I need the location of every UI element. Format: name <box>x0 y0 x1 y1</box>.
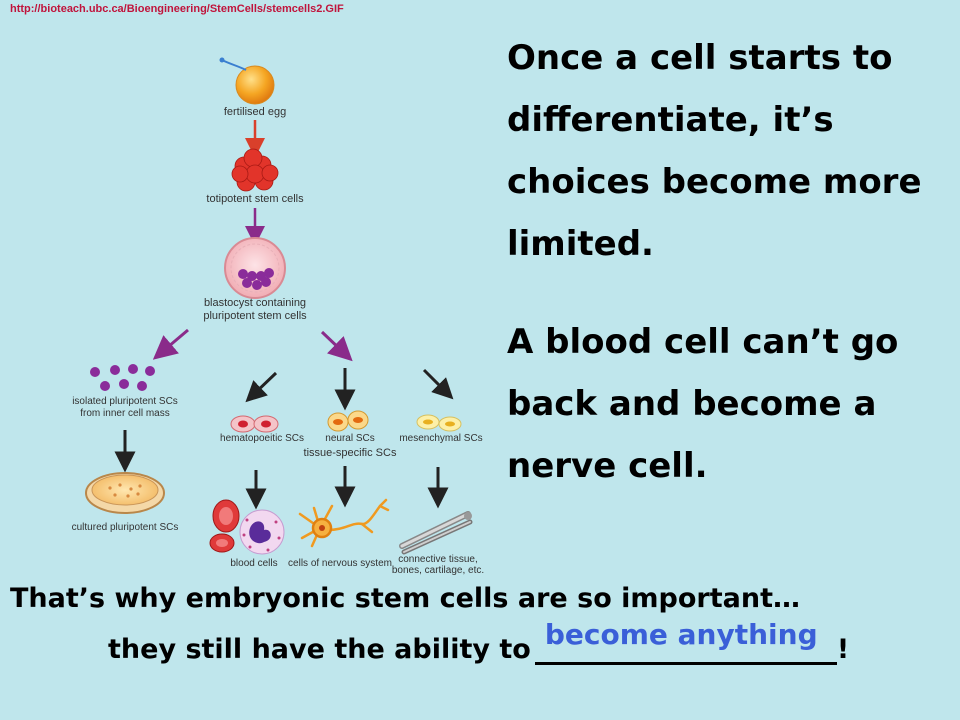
mesenchymal-cells-icon <box>416 414 462 432</box>
neural-cells-icon <box>327 410 369 432</box>
label-connective-2: bones, cartilage, etc. <box>392 565 484 576</box>
label-connective-1: connective tissue, <box>398 554 478 565</box>
label-blastocyst-1: blastocyst containing <box>204 297 306 309</box>
connective-tissue-icon <box>399 511 473 555</box>
label-blastocyst-2: pluripotent stem cells <box>203 310 307 322</box>
label-nervous-cells: cells of nervous system <box>288 558 392 569</box>
totipotent-cells-icon <box>231 148 279 192</box>
neuron-icon <box>298 498 390 548</box>
main-paragraph-2: A blood cell can’t go back and become a … <box>507 322 899 486</box>
label-isolated-2: from inner cell mass <box>80 408 169 419</box>
blastocyst-icon <box>224 237 286 299</box>
main-paragraph-1: Once a cell starts to differentiate, it’… <box>507 38 922 264</box>
bottom-line-1: That’s why embryonic stem cells are so i… <box>10 583 801 614</box>
label-isolated-1: isolated pluripotent SCs <box>72 396 178 407</box>
label-hematopoeitic: hematopoeitic SCs <box>220 433 304 444</box>
culture-dish-icon <box>85 472 165 514</box>
label-neural: neural SCs <box>325 433 374 444</box>
blank-answer: become anything <box>544 618 818 651</box>
label-fertilised-egg: fertilised egg <box>224 106 286 118</box>
label-totipotent: totipotent stem cells <box>206 193 304 205</box>
hematopoeitic-cells-icon <box>230 415 279 433</box>
stem-cell-diagram: fertilised egg totipotent stem cells bla… <box>72 57 484 576</box>
fill-in-blank: become anything <box>534 618 837 665</box>
arrow-to-hematopoeitic <box>245 371 278 403</box>
arrow-to-mesenchymal <box>422 368 454 400</box>
bottom-line-2: they still have the ability to become any… <box>108 618 850 665</box>
bottom-line-2-text: they still have the ability to <box>108 634 531 665</box>
label-blood-cells: blood cells <box>230 558 277 569</box>
isolated-pluripotent-icon <box>90 364 155 391</box>
fertilised-egg-icon <box>219 57 275 105</box>
label-cultured: cultured pluripotent SCs <box>72 522 179 533</box>
label-mesenchymal: mesenchymal SCs <box>399 433 482 444</box>
main-text-block: Once a cell starts to differentiate, it’… <box>507 27 957 497</box>
arrow-blastocyst-to-tissue <box>320 330 353 362</box>
label-tissue-specific: tissue-specific SCs <box>304 447 397 459</box>
source-url: http://bioteach.ubc.ca/Bioengineering/St… <box>10 3 344 15</box>
bottom-line-2-end: ! <box>836 634 850 665</box>
blood-cells-icon <box>209 499 285 555</box>
arrow-blastocyst-to-isolated <box>152 328 189 360</box>
